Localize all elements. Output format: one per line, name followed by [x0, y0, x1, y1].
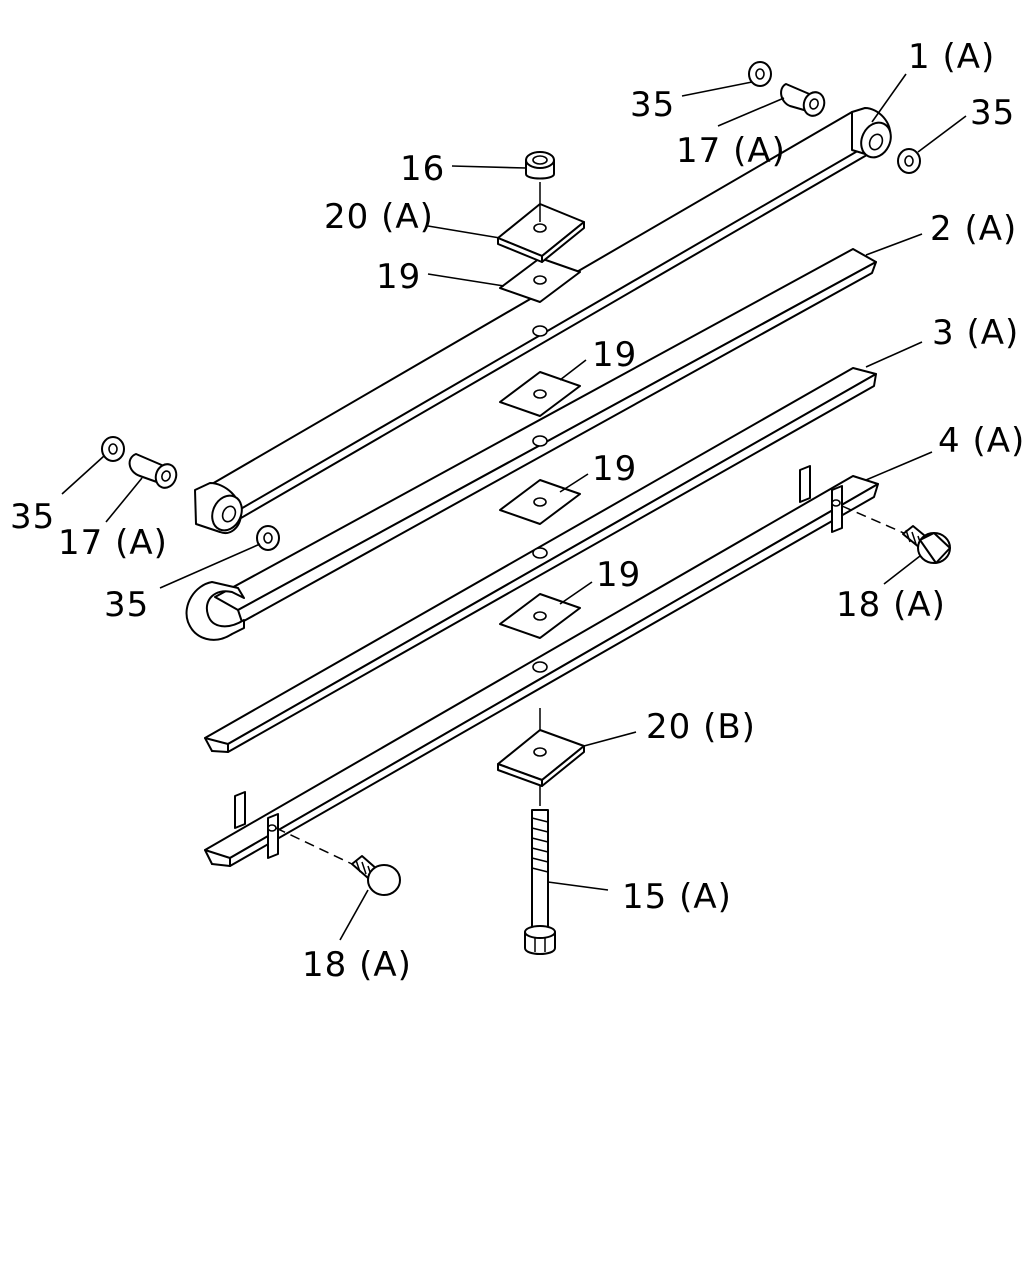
bushing-17-left — [128, 453, 178, 489]
label-leaf-2: 2 (A) — [930, 209, 1017, 249]
label-washer-35-top-right-b: 35 — [970, 93, 1015, 133]
label-bolt-18-right: 18 (A) — [836, 585, 946, 625]
label-bushing-17-left: 17 (A) — [58, 523, 168, 563]
leaf-4 — [204, 465, 879, 867]
leaf-2 — [185, 248, 877, 641]
label-bolt-15: 15 (A) — [622, 877, 732, 917]
label-bushing-17-right: 17 (A) — [676, 131, 786, 171]
label-leaf-4: 4 (A) — [938, 421, 1024, 461]
washer-35-top-right-a — [748, 61, 772, 87]
plate-20a — [497, 203, 585, 263]
label-washer-35-top-right-a: 35 — [630, 85, 675, 125]
bolt-18-left-axis — [275, 827, 353, 865]
leader-lines — [61, 73, 967, 941]
label-pad-19-b: 19 — [592, 449, 637, 489]
label-leaf-1: 1 (A) — [908, 37, 995, 77]
label-bolt-18-left: 18 (A) — [302, 945, 412, 985]
label-leaf-3: 3 (A) — [932, 313, 1019, 353]
pad-19-top-hole — [533, 275, 547, 285]
leaf-3 — [204, 367, 877, 753]
label-pad-19-c: 19 — [596, 555, 641, 595]
washer-35-left-b — [256, 525, 280, 551]
label-washer-35-left-a: 35 — [10, 497, 55, 537]
washer-35-top-right-b — [897, 148, 921, 174]
pad-19-a-hole — [533, 389, 547, 399]
label-nut-16: 16 — [400, 149, 445, 189]
bolt-18-right — [902, 525, 951, 564]
nut-16 — [525, 151, 555, 180]
leaf-1-main-leaf — [194, 107, 892, 534]
label-pad-19-top: 19 — [376, 257, 421, 297]
bolt-18-left — [351, 855, 401, 896]
pad-19-b-hole — [533, 497, 547, 507]
label-pad-19-a: 19 — [592, 335, 637, 375]
label-plate-20a: 20 (A) — [324, 197, 434, 237]
label-plate-20b: 20 (B) — [646, 707, 756, 747]
pad-19-c-hole — [533, 611, 547, 621]
washer-35-left-a — [101, 436, 125, 462]
plate-20b — [497, 729, 585, 787]
bushing-17-right — [780, 83, 826, 117]
bolt-15 — [524, 786, 556, 955]
label-washer-35-left-b: 35 — [104, 585, 149, 625]
bolt-18-right-axis — [841, 505, 907, 535]
